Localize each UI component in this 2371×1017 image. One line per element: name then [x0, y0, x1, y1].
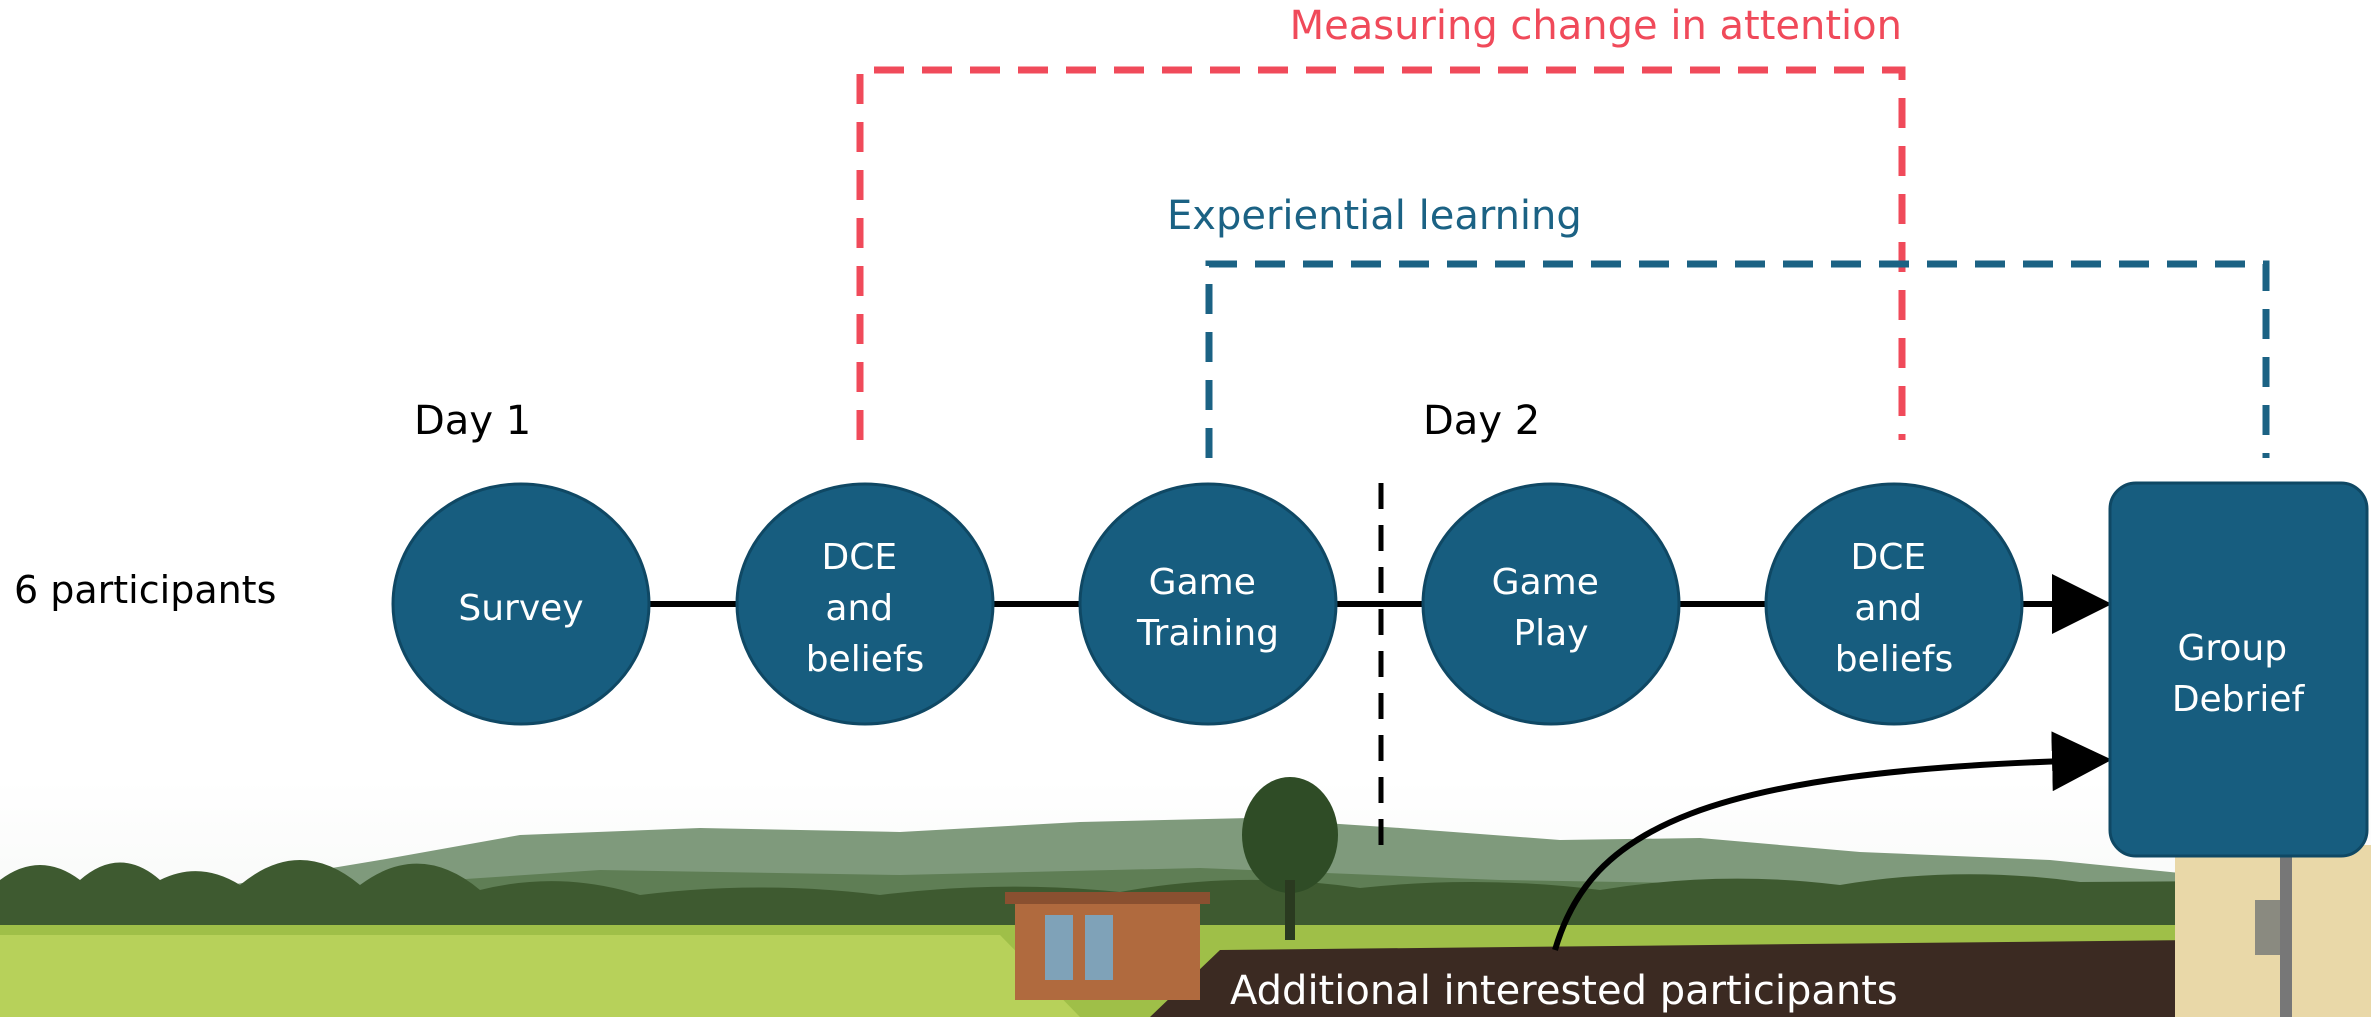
step-game-play-line-1: Game [1492, 562, 1599, 603]
step-dce-beliefs-2: DCE and beliefs [1764, 482, 2024, 726]
step-group-debrief-label: Group Debrief [2172, 628, 2306, 720]
step-game-training-line-2: Training [1136, 613, 1279, 654]
step-dce-beliefs-1: DCE and beliefs [735, 482, 995, 726]
crop-field-light [0, 935, 1080, 1017]
landscape-background [0, 777, 2371, 1017]
step-survey: Survey [391, 482, 651, 726]
step-game-training-label: Game Training [1136, 562, 1279, 654]
attention-bracket-label: Measuring change in attention [1290, 3, 1902, 49]
tree [1242, 777, 1338, 893]
step-survey-shape [391, 482, 651, 726]
house [2175, 840, 2371, 1017]
step-game-training: Game Training [1078, 482, 1338, 726]
step-dce-beliefs-2-label: DCE and beliefs [1835, 537, 1954, 680]
step-dce-beliefs-2-line-3: beliefs [1835, 639, 1954, 680]
experiential-bracket: Experiential learning [1167, 193, 2270, 458]
participants-label: 6 participants [14, 568, 276, 612]
day-2-label: Day 2 [1423, 398, 1540, 444]
step-group-debrief-line-1: Group [2177, 628, 2287, 669]
step-dce-beliefs-1-label: DCE and beliefs [806, 537, 925, 680]
soil-field [1150, 940, 2200, 1017]
step-dce-beliefs-2-shape [1764, 482, 2024, 726]
additional-participants-label: Additional interested participants [1230, 968, 1898, 1014]
day-1-label: Day 1 [414, 398, 531, 444]
step-dce-beliefs-1-line-2: and [825, 588, 893, 629]
step-group-debrief: Group Debrief [2108, 481, 2369, 858]
step-dce-beliefs-1-line-3: beliefs [806, 639, 925, 680]
experiential-bracket-line [1205, 260, 2270, 458]
step-game-play-line-2: Play [1513, 613, 1588, 654]
step-game-play-shape [1421, 482, 1681, 726]
brick-hut [1005, 892, 1210, 1000]
flow-connectors [650, 574, 2112, 951]
step-game-training-line-1: Game [1149, 562, 1256, 603]
experiential-bracket-label: Experiential learning [1167, 193, 1582, 239]
step-dce-beliefs-2-line-1: DCE [1850, 537, 1926, 578]
additional-participants-arrow [1552, 731, 2112, 951]
attention-bracket: Measuring change in attention [856, 3, 1906, 440]
step-survey-label: Survey [458, 588, 583, 629]
step-game-play-label: Game Play [1492, 562, 1611, 654]
tree-trunk [1285, 880, 1295, 940]
step-survey-line-1: Survey [458, 588, 583, 629]
step-dce-beliefs-1-shape [735, 482, 995, 726]
step-dce-beliefs-2-line-2: and [1854, 588, 1922, 629]
step-game-training-shape [1078, 482, 1338, 726]
step-game-play: Game Play [1421, 482, 1681, 726]
attention-bracket-line [856, 66, 1906, 440]
step-group-debrief-shape [2108, 481, 2369, 858]
step-group-debrief-line-2: Debrief [2172, 679, 2306, 720]
step-dce-beliefs-1-line-1: DCE [821, 537, 897, 578]
